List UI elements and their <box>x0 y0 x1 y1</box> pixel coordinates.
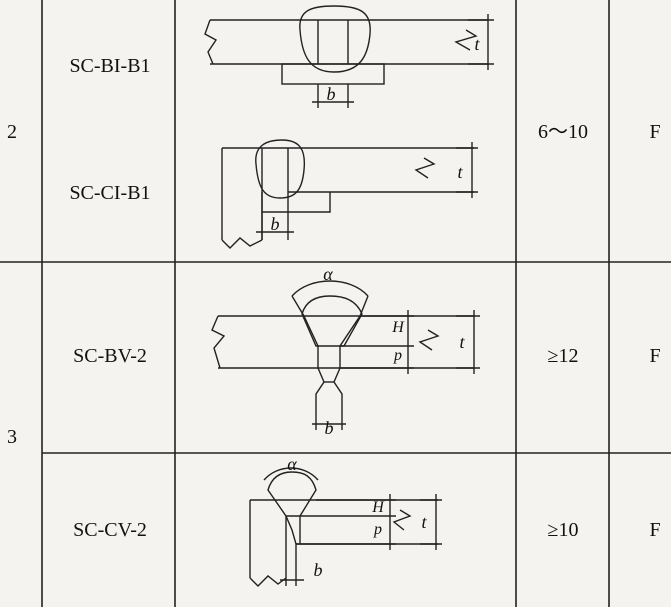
thickness-value: ≥12 <box>547 345 579 367</box>
weld-position: F <box>649 121 661 143</box>
joint-code: SC-CI-B1 <box>69 182 151 204</box>
weld-position: F <box>649 345 661 367</box>
weld-position: F <box>649 519 661 541</box>
thickness-value: 6～10 <box>538 121 588 143</box>
dimension-label-p: p <box>374 521 382 538</box>
joint-code: SC-BV-2 <box>73 345 147 367</box>
thickness-value: ≥10 <box>547 519 579 541</box>
dimension-label-t: t <box>457 162 463 182</box>
dimension-label-b: b <box>326 84 336 104</box>
joint-code: SC-CV-2 <box>73 519 147 541</box>
dimension-label-alpha: α <box>287 454 297 474</box>
dimension-label-p: p <box>394 347 402 364</box>
row-number: 2 <box>7 121 17 143</box>
dimension-label-t: t <box>474 34 480 54</box>
dimension-label-t: t <box>421 512 427 532</box>
dimension-label-b: b <box>324 418 334 438</box>
dimension-label-t: t <box>459 332 465 352</box>
dimension-label-alpha: α <box>323 264 333 284</box>
row-number: 3 <box>7 426 17 448</box>
dimension-label-b: b <box>270 214 280 234</box>
dimension-label-b: b <box>313 560 323 580</box>
joint-code: SC-BI-B1 <box>69 55 151 77</box>
dimension-label-H: H <box>392 319 404 336</box>
dimension-label-H: H <box>372 499 384 516</box>
